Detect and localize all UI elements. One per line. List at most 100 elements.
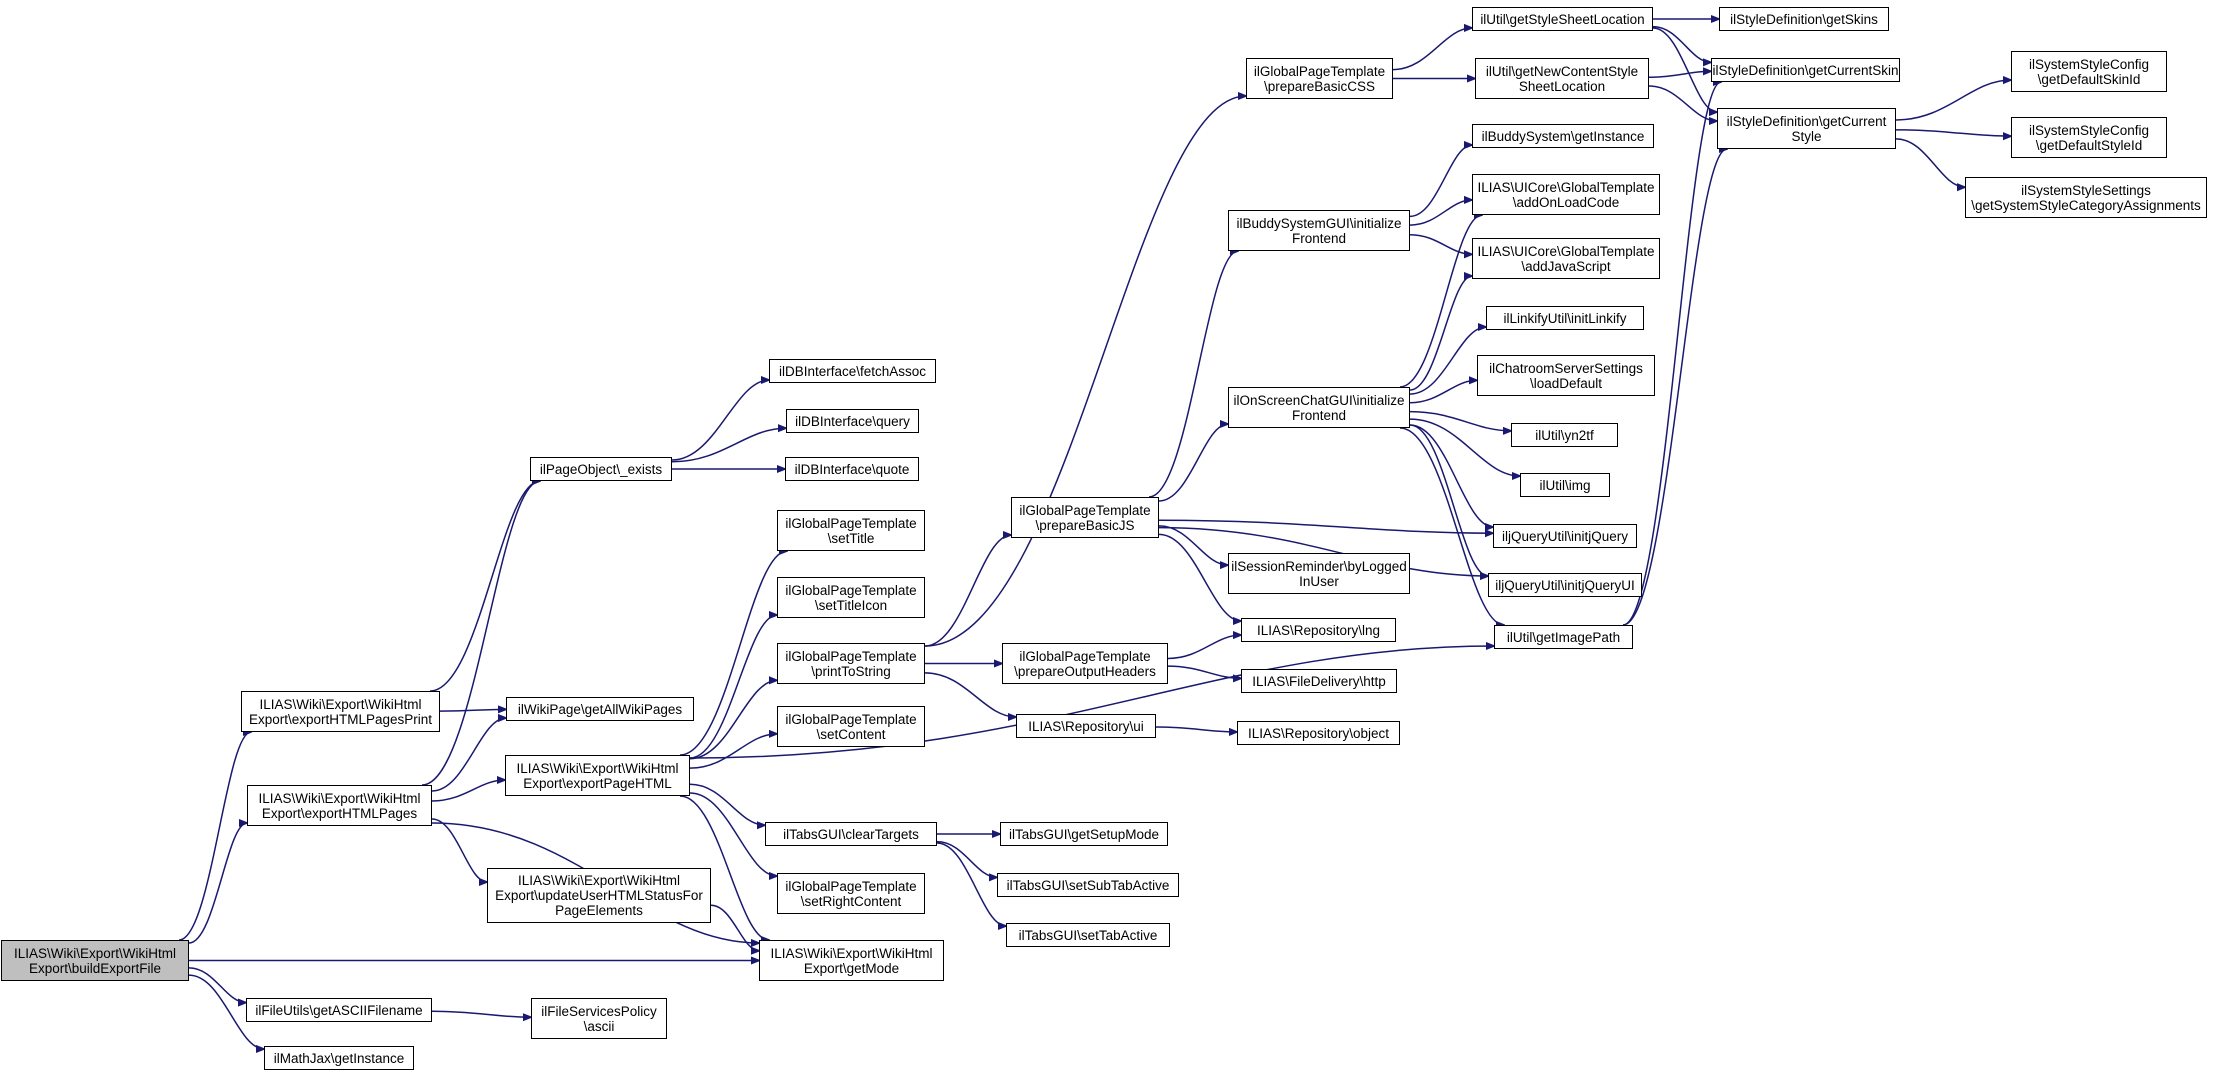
edge-n08-n18 xyxy=(689,783,765,825)
node-prepare-basic-js[interactable]: ilGlobalPageTemplate \prepareBasicJS xyxy=(1011,497,1159,538)
edge-n01-n04 xyxy=(188,967,246,1003)
node-get-current-skin[interactable]: ilStyleDefinition\getCurrentSkin xyxy=(1711,58,1900,82)
node-file-services-policy-ascii[interactable]: ilFileServicesPolicy \ascii xyxy=(531,998,667,1039)
edge-n03-n08 xyxy=(431,780,505,802)
node-set-title[interactable]: ilGlobalPageTemplate \setTitle xyxy=(777,510,925,551)
edge-n01-n02 xyxy=(178,732,251,941)
node-print-to-string[interactable]: ilGlobalPageTemplate \printToString xyxy=(777,643,925,684)
node-get-setup-mode[interactable]: ilTabsGUI\getSetupMode xyxy=(1000,822,1168,846)
node-init-jquery[interactable]: iljQueryUtil\initjQuery xyxy=(1493,524,1637,548)
edge-n21-n44 xyxy=(1158,526,1488,576)
node-export-page-html[interactable]: ILIAS\Wiki\Export\WikiHtml Export\export… xyxy=(505,755,690,796)
node-init-linkify[interactable]: ilLinkifyUtil\initLinkify xyxy=(1486,306,1644,330)
node-set-content[interactable]: ilGlobalPageTemplate \setContent xyxy=(777,706,925,747)
node-set-right-content[interactable]: ilGlobalPageTemplate \setRightContent xyxy=(777,873,925,914)
edge-n28-n37 xyxy=(1409,200,1472,226)
edge-n34-n47 xyxy=(1652,25,1711,63)
edge-n16-n27 xyxy=(924,96,1246,647)
node-add-javascript[interactable]: ILIAS\UICore\GlobalTemplate \addJavaScri… xyxy=(1472,238,1660,279)
node-onscreen-chat-initialize-frontend[interactable]: ilOnScreenChatGUI\initialize Frontend xyxy=(1228,387,1410,428)
node-set-sub-tab-active[interactable]: ilTabsGUI\setSubTabActive xyxy=(997,873,1179,897)
edge-n35-n47 xyxy=(1648,71,1711,78)
edge-n03-n06 xyxy=(421,481,540,786)
node-get-mode[interactable]: ILIAS\Wiki\Export\WikiHtml Export\getMod… xyxy=(759,940,944,981)
node-prepare-basic-css[interactable]: ilGlobalPageTemplate \prepareBasicCSS xyxy=(1246,58,1393,99)
edge-n02-n06 xyxy=(429,481,540,692)
edge-n21-n30 xyxy=(1158,525,1228,565)
edge-n21-n31 xyxy=(1158,533,1241,621)
edge-n22-n32 xyxy=(1167,665,1241,678)
edge-n08-n20 xyxy=(679,795,769,940)
node-chatroom-load-default[interactable]: ilChatroomServerSettings \loadDefault xyxy=(1477,355,1655,396)
node-util-img[interactable]: ilUtil\img xyxy=(1520,473,1610,497)
edge-n06-n11 xyxy=(671,380,769,461)
node-set-title-icon[interactable]: ilGlobalPageTemplate \setTitleIcon xyxy=(777,577,925,618)
node-add-on-load-code[interactable]: ILIAS\UICore\GlobalTemplate \addOnLoadCo… xyxy=(1472,174,1660,215)
node-buddy-system-get-instance[interactable]: ilBuddySystem\getInstance xyxy=(1472,124,1654,148)
edge-n35-n48 xyxy=(1648,85,1717,121)
edge-n01-n05 xyxy=(188,974,264,1049)
node-db-quote[interactable]: ilDBInterface\quote xyxy=(785,457,919,481)
edge-n29-n37 xyxy=(1399,215,1482,388)
edge-n08-n14 xyxy=(679,551,787,756)
node-clear-targets[interactable]: ilTabsGUI\clearTargets xyxy=(765,822,937,846)
node-get-new-content-style-sheet-location[interactable]: ilUtil\getNewContentStyle SheetLocation xyxy=(1475,58,1649,99)
node-get-all-wiki-pages[interactable]: ilWikiPage\getAllWikiPages xyxy=(506,697,694,721)
edge-n29-n44 xyxy=(1409,424,1488,576)
edge-n21-n28 xyxy=(1148,251,1238,498)
edge-n08-n45 xyxy=(689,646,1494,759)
node-buddy-system-initialize-frontend[interactable]: ilBuddySystemGUI\initialize Frontend xyxy=(1228,210,1410,251)
edge-n02-n07 xyxy=(439,709,506,711)
edge-n28-n38 xyxy=(1409,233,1472,255)
edge-n23-n33 xyxy=(1155,726,1237,732)
node-repository-object[interactable]: ILIAS\Repository\object xyxy=(1237,721,1400,745)
edge-n08-n17 xyxy=(689,734,777,769)
node-get-ascii-filename[interactable]: ilFileUtils\getASCIIFilename xyxy=(246,998,432,1022)
node-export-html-pages[interactable]: ILIAS\Wiki\Export\WikiHtml Export\export… xyxy=(247,785,432,826)
node-get-default-style-id[interactable]: ilSystemStyleConfig \getDefaultStyleId xyxy=(2011,117,2167,158)
node-repository-lng[interactable]: ILIAS\Repository\lng xyxy=(1241,618,1396,642)
node-get-default-skin-id[interactable]: ilSystemStyleConfig \getDefaultSkinId xyxy=(2011,51,2167,92)
edge-n16-n21 xyxy=(924,535,1011,647)
node-get-style-sheet-location[interactable]: ilUtil\getStyleSheetLocation xyxy=(1472,7,1653,31)
edge-n01-n03 xyxy=(188,823,247,944)
edge-n29-n45 xyxy=(1399,427,1504,625)
node-db-query[interactable]: ilDBInterface\query xyxy=(786,409,919,433)
edge-n45-n48 xyxy=(1622,149,1727,626)
edge-n29-n43 xyxy=(1409,424,1493,527)
edge-n16-n23 xyxy=(924,672,1016,717)
edge-n22-n31 xyxy=(1167,635,1241,660)
node-session-reminder-by-logged-in-user[interactable]: ilSessionReminder\byLogged InUser xyxy=(1228,553,1410,594)
node-get-skins[interactable]: ilStyleDefinition\getSkins xyxy=(1719,7,1889,31)
node-prepare-output-headers[interactable]: ilGlobalPageTemplate \prepareOutputHeade… xyxy=(1002,643,1168,684)
edge-n27-n34 xyxy=(1392,28,1472,71)
edge-n06-n12 xyxy=(671,428,786,463)
node-build-export-file[interactable]: ILIAS\Wiki\Export\WikiHtml Export\buildE… xyxy=(1,940,189,981)
node-page-object-exists[interactable]: ilPageObject\_exists xyxy=(530,457,672,481)
node-get-current-style[interactable]: ilStyleDefinition\getCurrent Style xyxy=(1717,108,1896,149)
node-init-jquery-ui[interactable]: iljQueryUtil\initjQueryUI xyxy=(1488,573,1642,597)
edge-n45-n47 xyxy=(1622,82,1721,626)
edge-n48-n51 xyxy=(1895,138,1965,187)
node-update-user-html-status[interactable]: ILIAS\Wiki\Export\WikiHtml Export\update… xyxy=(487,868,711,923)
edge-n48-n49 xyxy=(1895,80,2011,121)
node-util-yn2tf[interactable]: ilUtil\yn2tf xyxy=(1511,423,1618,447)
edge-n04-n10 xyxy=(431,1010,531,1017)
node-set-tab-active[interactable]: ilTabsGUI\setTabActive xyxy=(1006,923,1170,947)
node-file-delivery-http[interactable]: ILIAS\FileDelivery\http xyxy=(1241,669,1397,693)
edge-n08-n19 xyxy=(689,792,777,876)
edge-n28-n36 xyxy=(1409,145,1472,218)
node-repository-ui[interactable]: ILIAS\Repository\ui xyxy=(1016,714,1156,738)
node-export-html-pages-print[interactable]: ILIAS\Wiki\Export\WikiHtml Export\export… xyxy=(241,691,440,732)
node-get-image-path[interactable]: ilUtil\getImagePath xyxy=(1494,625,1633,649)
node-get-system-style-category-assignments[interactable]: ilSystemStyleSettings \getSystemStyleCat… xyxy=(1965,177,2207,218)
edge-n34-n48 xyxy=(1652,27,1717,112)
edge-n18-n26 xyxy=(936,842,1006,926)
edge-n09-n20 xyxy=(710,904,759,951)
node-db-fetch-assoc[interactable]: ilDBInterface\fetchAssoc xyxy=(769,359,936,383)
edge-n21-n43 xyxy=(1158,519,1493,533)
node-mathjax-get-instance[interactable]: ilMathJax\getInstance xyxy=(264,1046,414,1070)
edge-n29-n40 xyxy=(1409,380,1477,404)
